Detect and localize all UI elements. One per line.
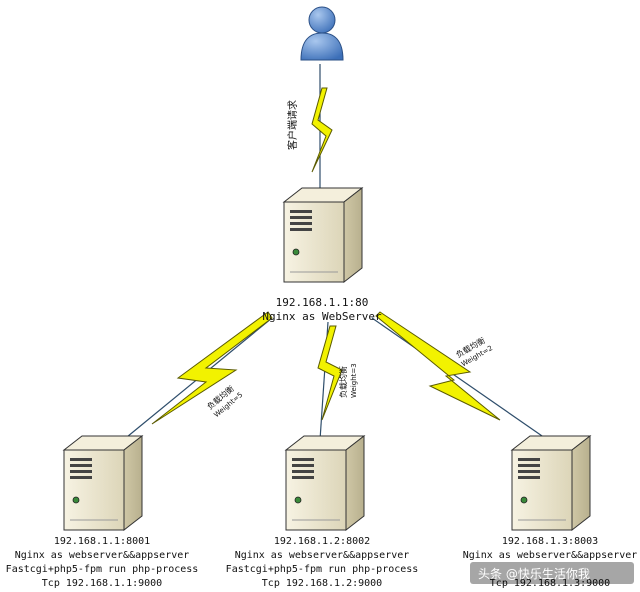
main-server-icon <box>283 187 363 283</box>
user-icon <box>300 6 344 61</box>
backend-1-address: 192.168.1.1:8001 <box>54 536 150 547</box>
link-line-backend-3 <box>371 317 546 439</box>
lightning-bolt-backend-3 <box>375 311 501 421</box>
backend-3-address: 192.168.1.3:8003 <box>502 536 598 547</box>
lb-label-2: 负载均衡 <box>338 366 348 398</box>
backend-1-fastcgi: Fastcgi+php5-fpm run php-process <box>6 564 199 575</box>
backend-1-tcp: Tcp 192.168.1.1:9000 <box>42 578 162 589</box>
backend-2-fastcgi: Fastcgi+php5-fpm run php-process <box>226 564 419 575</box>
client-request-label: 客户端请求 <box>286 100 299 150</box>
backend-server-icon-3 <box>511 435 591 531</box>
backend-2-role: Nginx as webserver&&appserver <box>235 550 410 561</box>
main-server-role: Nginx as WebServer <box>262 310 382 323</box>
lightning-bolt-backend-1 <box>151 311 273 425</box>
lightning-bolt-client <box>311 87 333 173</box>
backend-2-address: 192.168.1.2:8002 <box>274 536 370 547</box>
backend-server-icon-2 <box>285 435 365 531</box>
lb-weight-2: Weight=3 <box>350 363 358 398</box>
main-server-address: 192.168.1.1:80 <box>276 296 369 309</box>
link-line-backend-1 <box>104 317 273 456</box>
backend-3-tcp: Tcp 192.168.1.3:9000 <box>490 578 610 589</box>
watermark-text: 头条 @快乐生活你我 <box>478 567 590 581</box>
backend-2-tcp: Tcp 192.168.1.2:9000 <box>262 578 382 589</box>
watermark-backdrop <box>470 562 634 584</box>
backend-server-icon-1 <box>63 435 143 531</box>
backend-1-role: Nginx as webserver&&appserver <box>15 550 190 561</box>
backend-3-role: Nginx as webserver&&appserver <box>463 550 638 561</box>
lightning-bolt-backend-2 <box>317 325 343 421</box>
